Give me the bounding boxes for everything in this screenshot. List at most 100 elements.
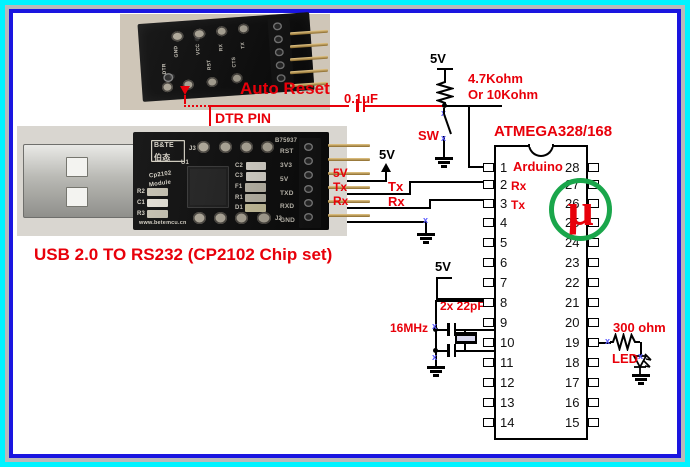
- supply-5v-reset-label: 5V: [430, 51, 446, 66]
- tx-wire-segment-b: [409, 181, 411, 195]
- hdr-hole: [274, 47, 285, 57]
- hdr-hole: [304, 199, 313, 207]
- header-label-txd: TXD: [280, 190, 294, 197]
- component-f1: [245, 183, 266, 192]
- reset-switch: [443, 108, 452, 150]
- auto-reset-label: Auto Reset: [240, 79, 330, 98]
- ic-pin-num-19: 19: [565, 335, 580, 350]
- component-r2: [147, 188, 168, 196]
- supply-5v-header-label: 5V: [379, 147, 395, 162]
- rx-wire-segment-b: [429, 199, 431, 209]
- supply-5v-pin7-stem: [436, 277, 438, 300]
- pad-tx: [237, 23, 250, 35]
- ic-pin-left-13: [483, 398, 494, 407]
- usb-header-pin: [328, 144, 370, 147]
- crystal-left-rail: [435, 300, 437, 368]
- led-label: LED: [612, 351, 638, 366]
- ground-symbol-header: [417, 233, 435, 244]
- supply-5v-arrow-icon: [381, 163, 391, 172]
- ic-pin-right-17: [588, 378, 599, 387]
- usb-header-pin: [328, 214, 370, 217]
- usb-header-pin: [328, 158, 370, 161]
- ic-pin-num-23: 23: [565, 255, 580, 270]
- hdr-hole: [275, 60, 285, 70]
- ic-pin-num-18: 18: [565, 355, 580, 370]
- ic-sub-label: Arduino: [513, 159, 563, 174]
- dtr-net-vertical: [209, 105, 211, 133]
- ic-pin-right-20: [588, 318, 599, 327]
- ic-pin-num-3: 3: [500, 196, 508, 211]
- j2-pad: [193, 212, 206, 224]
- utorrent-logo-watermark: µ: [549, 178, 612, 241]
- ic-pin-num-21: 21: [565, 295, 580, 310]
- ic-pin-right-22: [588, 278, 599, 287]
- ic-pin-left-2: [483, 180, 494, 189]
- ic-pin-num-11: 11: [500, 355, 514, 370]
- tx-wire-segment-a: [347, 193, 411, 195]
- cap2-right-lead: [456, 350, 494, 352]
- usb-header-pin: [328, 186, 370, 189]
- j2-pad: [257, 212, 271, 224]
- ic-pin-num-14: 14: [500, 415, 515, 430]
- ground-symbol-switch: [435, 157, 453, 168]
- j3-pad-dtr: [197, 141, 210, 153]
- led-x-mark: x: [605, 336, 611, 346]
- led-wire-down: [640, 342, 642, 356]
- led-resistor: [610, 333, 640, 351]
- ic-pin-left-3: [483, 199, 494, 208]
- crystal-label: 16MHz: [390, 321, 429, 335]
- j3-pad: [240, 141, 253, 153]
- crystal-rail-top: [435, 300, 495, 302]
- rx-wire-segment-a: [347, 207, 431, 209]
- header-label-5v: 5V: [280, 176, 289, 183]
- supply-5v-pin7-wire: [436, 298, 494, 300]
- rx-wire-segment-c: [429, 199, 494, 201]
- designator-d1: D1: [235, 205, 244, 211]
- ic-pin-left-6: [483, 258, 494, 267]
- led-resistor-label: 300 ohm: [613, 320, 666, 335]
- ic-pin-right-16: [588, 398, 599, 407]
- j3-pad: [219, 141, 232, 153]
- ic-pin-right-19: [588, 338, 599, 347]
- gnd-wire-header: [347, 221, 427, 223]
- capacitor-22pf-1: [447, 323, 456, 336]
- ic-pin-left-10: [483, 338, 494, 347]
- ic-pin-num-20: 20: [565, 315, 580, 330]
- ic-pin-right-23: [588, 258, 599, 267]
- hdr-hole: [304, 157, 313, 165]
- usb-header-pin: [328, 172, 370, 175]
- switch-x-mark: x: [441, 133, 447, 143]
- reset-to-pin1-leg: [468, 166, 494, 168]
- silk-rx: RX: [218, 43, 225, 52]
- ic-part-label: ATMEGA328/168: [494, 123, 613, 140]
- header-label-rxd: RXD: [280, 203, 295, 210]
- gnd-wire-stem: [425, 221, 427, 234]
- supply-5v-header-stem: [385, 170, 387, 182]
- j3-pad: [261, 141, 274, 153]
- ic-pin-num-4: 4: [500, 215, 508, 230]
- caps-22pf-label: 2x 22pF: [440, 299, 485, 313]
- dtr-net-horizontal-top: [209, 105, 349, 107]
- ground-symbol-led: [632, 374, 650, 385]
- tx-crossover-label: Tx: [388, 179, 404, 194]
- supply-5v-header-wire: [347, 180, 386, 182]
- connector-j3-label: J3: [189, 146, 197, 152]
- pad-dtr-small: [162, 72, 174, 83]
- cap-value-label: 0.1uF: [344, 91, 378, 106]
- ic-pin-left-11: [483, 358, 494, 367]
- ic-pin-num-16: 16: [565, 395, 580, 410]
- designator-c2: C2: [235, 163, 244, 169]
- dtr-arrow-stem: [184, 95, 186, 104]
- designator-c1: C1: [137, 200, 146, 206]
- hdr-hole: [304, 171, 313, 179]
- ic-pin-func-2: Rx: [511, 179, 527, 193]
- ic-pin-num-12: 12: [500, 375, 515, 390]
- switch-label: SW: [418, 128, 439, 143]
- pad-dtr: [161, 81, 174, 93]
- pad-rst: [206, 76, 219, 88]
- part-number-text: B75937: [275, 138, 298, 144]
- usb-contact-slot: [66, 187, 88, 207]
- silk-cts: CTS: [231, 56, 238, 68]
- cap2-left-lead: [435, 350, 447, 352]
